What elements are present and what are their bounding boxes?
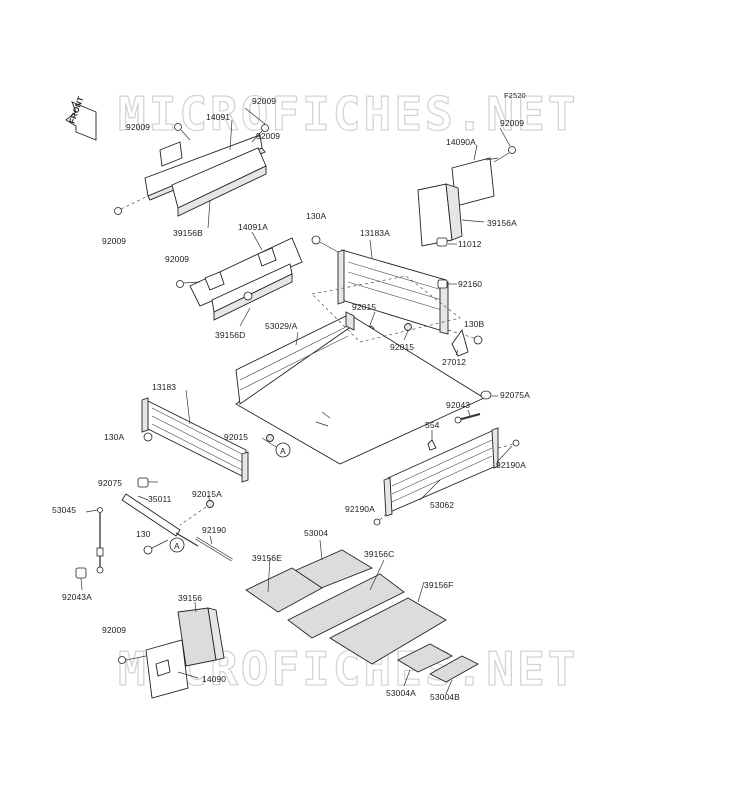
- label-92009-top: 92009: [252, 96, 276, 106]
- label-92009-c: 92009: [102, 236, 126, 246]
- label-92190A-left: 92190A: [345, 504, 375, 514]
- part-39156D-pad: [211, 263, 293, 321]
- label-53045: 53045: [52, 505, 76, 515]
- label-53004A: 53004A: [386, 688, 416, 698]
- label-39156: 39156: [178, 593, 202, 603]
- label-92015-a: 92015: [352, 302, 376, 312]
- label-F2520: F2520: [504, 91, 526, 100]
- part-554: [427, 439, 437, 451]
- label-27012: 27012: [442, 357, 466, 367]
- part-92043A-clip: [75, 567, 87, 579]
- label-11012: 11012: [458, 239, 482, 249]
- fastener-92009-f: [118, 655, 147, 664]
- label-92075: 92075: [98, 478, 122, 488]
- label-39156D: 39156D: [215, 330, 245, 340]
- label-35011: 35011: [148, 494, 172, 504]
- label-14090A: 14090A: [446, 137, 476, 147]
- leader-lines: [80, 107, 513, 695]
- fastener-92009-b: [251, 124, 269, 143]
- marker-a-upper-label: A: [280, 446, 286, 456]
- label-92043A: 92043A: [62, 592, 92, 602]
- part-53045-cable: [96, 507, 104, 574]
- part-13183A-side-panel: [337, 249, 449, 335]
- marker-a-lower-label: A: [174, 541, 180, 551]
- part-14091A-bracket: [189, 237, 303, 307]
- fastener-130A-left: [143, 432, 153, 442]
- label-14090: 14090: [202, 674, 226, 684]
- part-14090-cover: [145, 639, 189, 699]
- label-53004B: 53004B: [430, 692, 460, 702]
- marker-a-lower: A: [169, 537, 185, 553]
- label-39156E: 39156E: [252, 553, 282, 563]
- label-92190: 92190: [202, 525, 226, 535]
- label-39156F: 39156F: [424, 580, 453, 590]
- label-130B: 130B: [464, 319, 484, 329]
- watermark-top: MICROFICHES.NET: [118, 87, 578, 141]
- fastener-130A-top: [311, 235, 339, 253]
- part-39156F-pad: [329, 597, 447, 665]
- label-92009-d: 92009: [500, 118, 524, 128]
- fastener-130-small: [143, 539, 169, 555]
- label-92015-c: 92015: [224, 432, 248, 442]
- label-14091: 14091: [206, 112, 230, 122]
- part-53062-tailgate: [383, 427, 499, 517]
- part-39156-pad: [177, 607, 225, 667]
- part-92075-bushing: [137, 477, 149, 488]
- label-92009-f: 92009: [102, 625, 126, 635]
- fastener-92009-e: [176, 280, 201, 288]
- label-130: 130: [136, 529, 151, 539]
- label-92009-left: 92009: [126, 122, 150, 132]
- part-53004B-mat: [429, 655, 479, 683]
- label-14091A: 14091A: [238, 222, 268, 232]
- front-arrow-icon: FRONT: [65, 95, 97, 141]
- fastener-92009-d: [493, 146, 516, 163]
- label-554: 554: [425, 420, 440, 430]
- label-13183A: 13183A: [360, 228, 390, 238]
- fastener-92009-a: [174, 123, 191, 141]
- label-92009-b: 92009: [256, 131, 280, 141]
- fastener-92015-c: [266, 434, 274, 442]
- part-35011-rod: [121, 493, 199, 547]
- part-92043: [454, 413, 481, 424]
- label-92009-e: 92009: [165, 254, 189, 264]
- part-92190-pin: [195, 536, 233, 562]
- marker-a-upper: A: [275, 442, 291, 458]
- label-92015-b: 92015: [390, 342, 414, 352]
- fastener-92015-b: [404, 323, 412, 331]
- label-39156C: 39156C: [364, 549, 394, 559]
- label-92190A-right: 92190A: [496, 460, 526, 470]
- label-130A-left: 130A: [104, 432, 124, 442]
- label-53029A: 53029/A: [265, 321, 298, 331]
- part-92075A: [480, 390, 492, 400]
- fastener-92009-c: [114, 195, 149, 215]
- label-92075A: 92075A: [500, 390, 530, 400]
- label-92043: 92043: [446, 400, 470, 410]
- label-53062: 53062: [430, 500, 454, 510]
- part-labels: 92009 92009 14091 92009 92009 39156B F25…: [52, 91, 530, 702]
- fastener-92015A: [179, 500, 214, 526]
- part-39156A-pad: [417, 183, 463, 247]
- label-92015A: 92015A: [192, 489, 222, 499]
- label-13183: 13183: [152, 382, 176, 392]
- part-27012: [451, 328, 469, 357]
- part-39156C-pad: [287, 573, 405, 639]
- fastener-92190A-right: [497, 439, 520, 449]
- part-39156E-pad: [245, 567, 323, 613]
- fastener-92190A-left: [373, 511, 389, 526]
- part-11012: [436, 237, 448, 247]
- part-39156B-pad: [171, 147, 267, 217]
- label-130A-top: 130A: [306, 211, 326, 221]
- label-92160: 92160: [458, 279, 482, 289]
- part-92160: [437, 279, 448, 289]
- part-13183-side-panel: [141, 397, 249, 483]
- label-39156A: 39156A: [487, 218, 517, 228]
- part-53004A-mat: [397, 643, 453, 673]
- label-53004: 53004: [304, 528, 328, 538]
- label-39156B: 39156B: [173, 228, 203, 238]
